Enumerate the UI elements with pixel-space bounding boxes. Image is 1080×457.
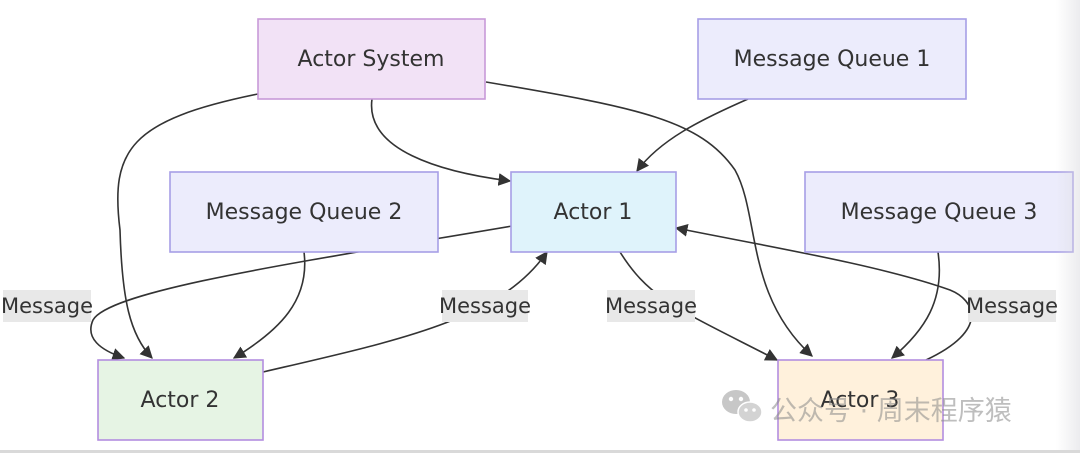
edge-label-text: Message — [966, 294, 1058, 318]
watermark-text: 公众号 · 周末程序猿 — [770, 396, 1012, 427]
edge-actor2-to-actor1 — [262, 250, 548, 373]
node-actor-1[interactable]: Actor 1 — [510, 171, 677, 253]
node-label: Message Queue 2 — [206, 200, 403, 225]
edge-mq1-to-actor1 — [636, 98, 749, 173]
node-label: Actor System — [298, 47, 445, 72]
node-actor-2[interactable]: Actor 2 — [97, 359, 264, 441]
edge-actor3-to-actor1 — [674, 224, 973, 361]
node-message-queue-2[interactable]: Message Queue 2 — [169, 171, 439, 253]
wechat-icon — [722, 390, 763, 423]
node-actor-3[interactable]: Actor 3 — [777, 359, 944, 441]
edge-label-actor1-to-actor2: Message — [1, 290, 93, 322]
edge-label-text: Message — [605, 294, 697, 318]
nodes: Actor System Message Queue 1 Message Que… — [97, 18, 1074, 441]
edge-mq2-to-actor2 — [232, 251, 306, 359]
edge-actor-system-to-actor2 — [117, 93, 259, 359]
node-label: Actor 2 — [141, 388, 220, 413]
right-edge-shade — [1056, 0, 1080, 453]
edge-actor-system-to-actor3 — [485, 81, 813, 357]
edge-actor-system-to-actor1 — [370, 98, 512, 186]
node-actor-system[interactable]: Actor System — [257, 18, 486, 100]
edge-label-actor2-to-actor1: Message — [439, 290, 531, 322]
node-label: Actor 1 — [554, 200, 633, 225]
watermark: 公众号 · 周末程序猿 — [722, 390, 1012, 427]
node-message-queue-3[interactable]: Message Queue 3 — [804, 171, 1074, 253]
edge-label-actor1-to-actor3: Message — [605, 290, 697, 322]
bottom-border — [0, 450, 1080, 453]
node-label: Actor 3 — [821, 388, 900, 413]
node-label: Message Queue 1 — [734, 47, 931, 72]
node-message-queue-1[interactable]: Message Queue 1 — [697, 18, 967, 100]
edge-label-actor3-to-actor1: Message — [966, 290, 1058, 322]
edge-label-text: Message — [439, 294, 531, 318]
edge-mq3-to-actor3 — [891, 251, 941, 359]
node-label: Message Queue 3 — [841, 200, 1038, 225]
edge-label-text: Message — [1, 294, 93, 318]
edge-labels: Message Message Message Message — [1, 290, 1058, 322]
